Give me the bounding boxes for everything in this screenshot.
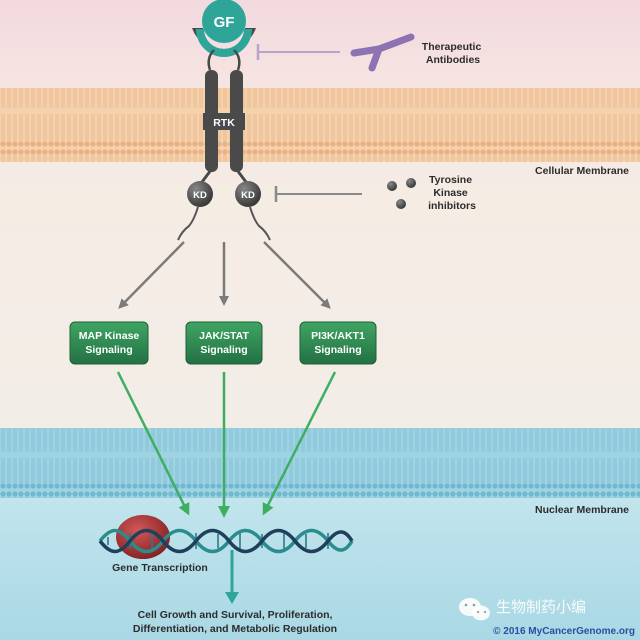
map-kinase-label-line-1: MAP Kinase [79, 330, 140, 342]
jak-stat-label-line-1: JAK/STAT [199, 330, 249, 342]
rtk-label: RTK [213, 117, 235, 129]
cellular-membrane-label: Cellular Membrane [535, 165, 629, 177]
kd-label-right: KD [241, 190, 255, 201]
kinase-domain-left: KD [187, 181, 213, 207]
nuclear-membrane-label: Nuclear Membrane [535, 504, 629, 516]
wechat-logo-icon [459, 598, 490, 621]
arrow-pi3k-akt1-to-dna [262, 371, 337, 516]
pathway-pi3k-akt1: PI3K/AKT1 Signaling [299, 321, 377, 365]
antibodies-label-line-1: Therapeutic [422, 41, 482, 53]
nuclear-membrane [0, 428, 640, 498]
pathway-jak-stat: JAK/STAT Signaling [185, 321, 263, 365]
jak-stat-label-line-2: Signaling [200, 344, 247, 356]
growth-factor-label: GF [214, 14, 235, 31]
tki-inhibition-bar [274, 186, 362, 202]
kinase-domain-right: KD [235, 181, 261, 207]
wechat-watermark: 生物制药小编 [459, 598, 586, 621]
antibody-inhibition-bar [256, 44, 340, 60]
gene-transcription-label: Gene Transcription [112, 562, 208, 574]
map-kinase-label-line-2: Signaling [85, 344, 132, 356]
pi3k-akt1-label-line-2: Signaling [314, 344, 361, 356]
outcome-label-line-1: Cell Growth and Survival, Proliferation, [138, 609, 333, 621]
watermark-text: 生物制药小编 [496, 598, 586, 616]
receptor-tyrosine-kinase: RTK [200, 49, 248, 183]
pi3k-akt1-label-line-1: PI3K/AKT1 [311, 330, 365, 342]
cellular-membrane [0, 88, 640, 162]
outcome-arrowhead [225, 592, 239, 604]
tki-label-line-2: Kinase [433, 187, 468, 199]
kd-label-left: KD [193, 190, 207, 201]
outcome-label-line-2: Differentiation, and Metabolic Regulatio… [133, 623, 337, 635]
tki-label-line-1: Tyrosine [429, 174, 472, 186]
tki-molecules-icon [387, 178, 416, 209]
copyright-text: © 2016 MyCancerGenome.org [493, 626, 635, 637]
arrow-to-pi3k-akt1 [263, 241, 331, 309]
kd-tail-left [177, 206, 199, 241]
pathway-map-kinase: MAP Kinase Signaling [69, 321, 149, 365]
tki-label: Tyrosine Kinase inhibitors [428, 174, 476, 212]
therapeutic-antibodies-label: Therapeutic Antibodies [422, 41, 484, 66]
growth-factor: GF [192, 0, 256, 57]
dna-helix [98, 528, 354, 554]
arrow-to-map-kinase [118, 241, 185, 309]
antibody-icon [350, 33, 415, 72]
arrow-map-kinase-to-dna [116, 371, 190, 516]
kd-tail-right [249, 206, 271, 241]
antibodies-label-line-2: Antibodies [426, 54, 480, 66]
tki-label-line-3: inhibitors [428, 200, 476, 212]
